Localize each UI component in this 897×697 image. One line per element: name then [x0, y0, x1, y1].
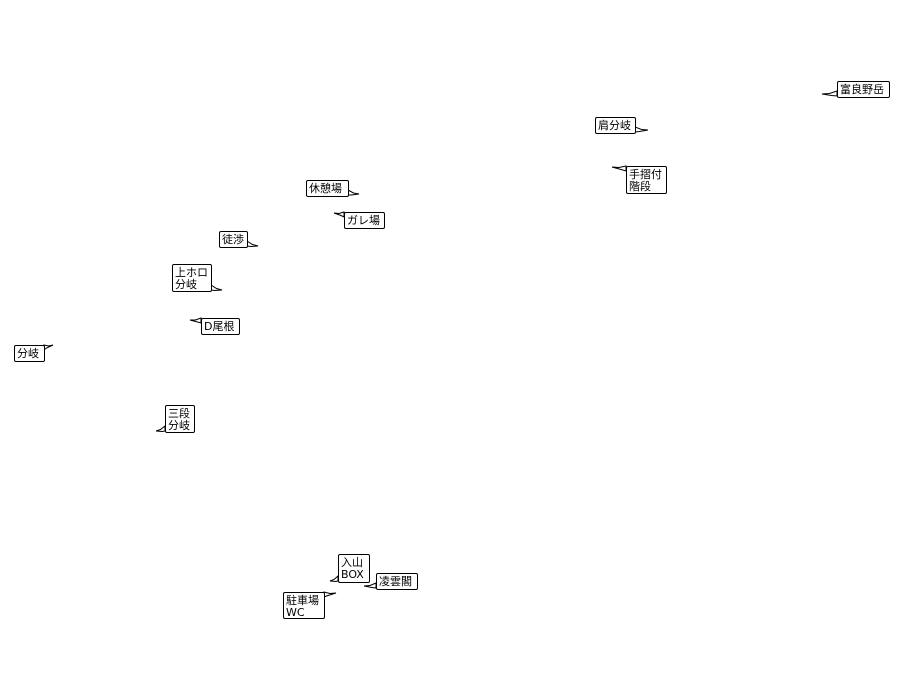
- map-label-toshou: 徒渉: [219, 231, 259, 248]
- callout-box: [626, 166, 667, 194]
- callout-pointer: [43, 344, 54, 352]
- callout-pointer: [210, 284, 223, 292]
- callout-pointer: [155, 424, 166, 433]
- map-label-d-one: D尾根: [189, 317, 240, 335]
- callout-box: [172, 264, 212, 292]
- map-label-text: 入山: [341, 556, 363, 569]
- callout-pointer: [347, 189, 360, 196]
- callout-pointer: [333, 211, 345, 218]
- callout-box: [283, 592, 325, 619]
- callout-box: [201, 318, 240, 335]
- map-label-text: ガレ場: [347, 214, 380, 227]
- map-label-bunki-left: 分岐: [14, 344, 54, 362]
- map-label-text: 肩分岐: [598, 118, 631, 132]
- map-label-text: D尾根: [204, 319, 234, 333]
- callout-box: [219, 231, 248, 248]
- callout-pointer: [634, 126, 649, 133]
- map-labels-layer: 富良野岳肩分岐手摺付階段休憩場ガレ場徒渉上ホロ分岐D尾根分岐三段分岐入山BOX凌…: [14, 81, 890, 619]
- map-label-text: 凌雲閣: [379, 574, 412, 588]
- map-label-ryounkaku: 凌雲閣: [363, 573, 418, 590]
- map-label-text: 手摺付: [629, 167, 662, 181]
- map-label-tomiranodake: 富良野岳: [821, 81, 890, 98]
- map-label-text: 富良野岳: [840, 82, 884, 96]
- callout-box: [837, 81, 890, 98]
- callout-box: [344, 212, 385, 229]
- callout-box: [165, 405, 195, 433]
- map-label-text: 分岐: [168, 419, 190, 432]
- callout-pointer: [246, 240, 259, 248]
- callout-pointer: [323, 591, 337, 598]
- map-label-kata-bunki: 肩分岐: [595, 117, 649, 134]
- map-label-text: BOX: [341, 568, 364, 581]
- callout-box: [306, 180, 349, 197]
- map-label-text: 駐車場: [286, 593, 319, 607]
- callout-box: [338, 554, 370, 583]
- map-label-text: 分岐: [175, 278, 197, 291]
- callout-pointer: [329, 574, 339, 583]
- callout-box: [595, 117, 636, 134]
- callout-pointer: [821, 90, 838, 97]
- map-label-kyukeijo: 休憩場: [306, 180, 360, 197]
- callout-pointer: [189, 317, 202, 324]
- map-label-text: 休憩場: [309, 181, 342, 195]
- callout-pointer: [363, 582, 377, 589]
- map-label-text: 階段: [629, 179, 651, 193]
- map-label-garebat: ガレ場: [333, 211, 385, 229]
- map-label-text: 上ホロ: [175, 266, 208, 279]
- map-label-text: 分岐: [17, 347, 39, 360]
- callout-box: [14, 345, 45, 362]
- map-label-text: WC: [286, 606, 305, 619]
- map-label-text: 徒渉: [222, 232, 244, 246]
- map-label-text: 三段: [168, 406, 190, 420]
- callout-box: [376, 573, 418, 590]
- callout-pointer: [611, 165, 627, 172]
